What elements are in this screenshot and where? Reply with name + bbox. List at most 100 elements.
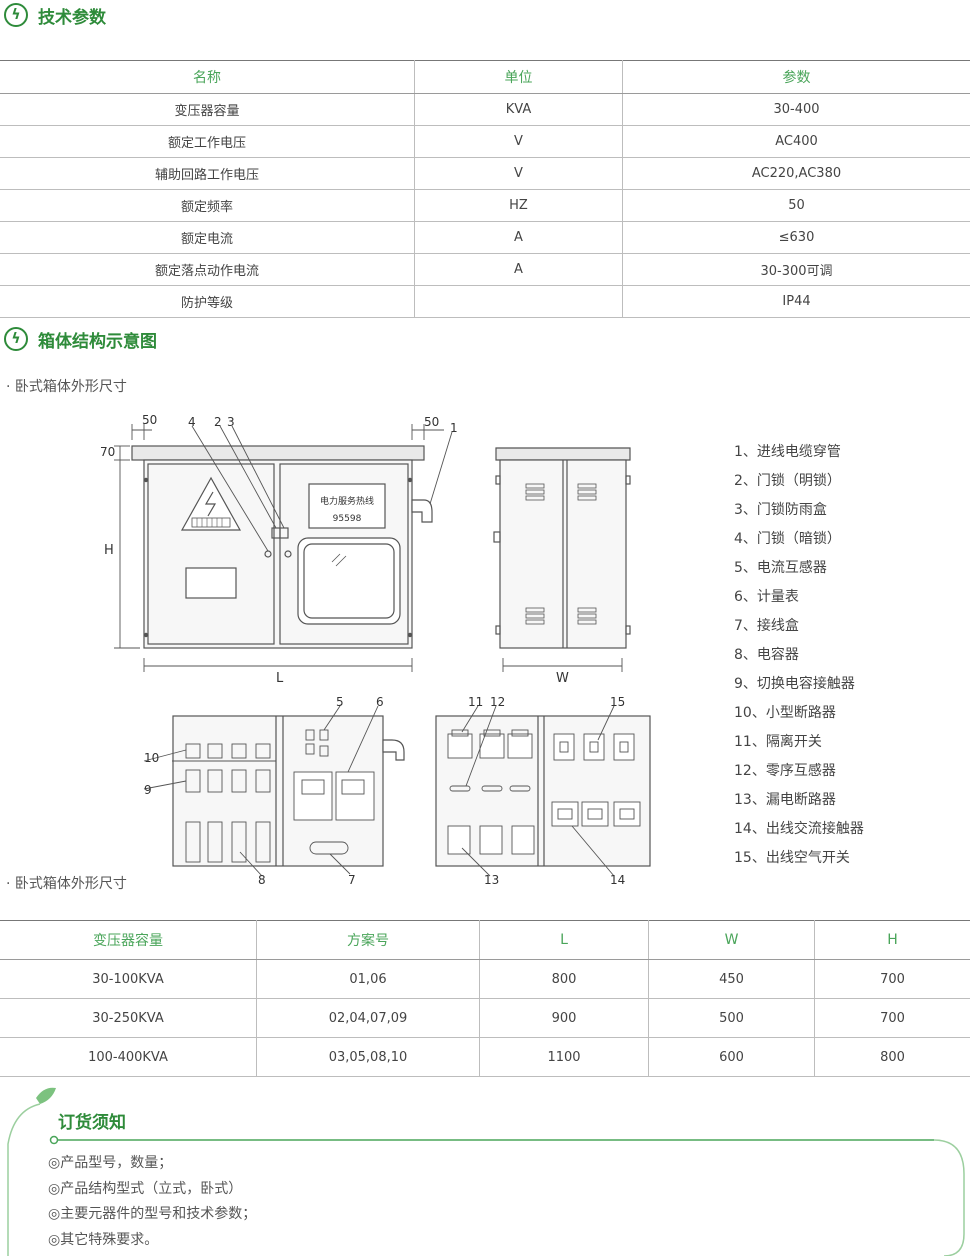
dim-h: H [104,543,114,558]
callout-1: 1 [450,421,458,435]
callout-13: 13 [484,873,499,887]
order-note-item: ◎产品结构型式（立式，卧式） [48,1180,243,1197]
legend-item: 4、门锁（暗锁） [734,531,841,547]
callout-11: 11 [468,695,483,709]
lightning-bolt-icon: ϟ [4,3,28,27]
dim-header-scheme: 方案号 [256,920,480,960]
dim-cell-w: 500 [648,998,815,1038]
lightning-bolt-icon: ϟ [4,327,28,351]
dim-cell-scheme: 02,04,07,09 [256,998,480,1038]
dim-cell-h: 800 [814,1037,970,1077]
legend-item: 11、隔离开关 [734,734,822,750]
dim-50-left: 50 [142,413,157,427]
spec-cell-value: AC400 [622,125,970,158]
legend-item: 14、出线交流接触器 [734,821,864,837]
legend-item: 13、漏电断路器 [734,792,836,808]
callout-15: 15 [610,695,625,709]
dim-70: 70 [100,445,115,459]
spec-cell-unit: V [414,125,623,158]
spec-header-value: 参数 [622,60,970,94]
spec-header-name: 名称 [0,60,415,94]
dim-50-right: 50 [424,415,439,429]
dim-cell-h: 700 [814,998,970,1038]
spec-cell-value: IP44 [622,285,970,318]
spec-header-row: 名称 单位 参数 [0,60,970,94]
spec-cell-unit: A [414,253,623,286]
callout-5: 5 [336,695,344,709]
spec-cell-name: 额定电流 [0,221,415,254]
spec-cell-name: 额定落点动作电流 [0,253,415,286]
side-view-drawing [493,447,631,649]
side-dimension-lines [502,658,623,672]
note-horizontal-box-size-2: · 卧式箱体外形尺寸 [6,876,127,892]
dim-cell-h: 700 [814,959,970,999]
section-title-structure: ϟ 箱体结构示意图 [4,324,157,354]
dim-l: L [276,671,284,686]
callout-9: 9 [144,783,152,797]
dim-header-w: W [648,920,815,960]
spec-cell-unit: A [414,221,623,254]
note-horizontal-box-size: · 卧式箱体外形尺寸 [6,379,127,395]
spec-cell-name: 辅助回路工作电压 [0,157,415,190]
spec-cell-value: 30-300可调 [622,253,970,286]
legend-item: 9、切换电容接触器 [734,676,855,692]
dim-cell-capacity: 30-250KVA [0,998,257,1038]
callout-7: 7 [348,873,356,887]
spec-cell-name: 额定频率 [0,189,415,222]
structure-diagram: 电力服务热线 95598 50 50 70 H L 4 2 3 1 [100,413,651,887]
spec-cell-value: ≤630 [622,221,970,254]
hotline-sign-number: 95598 [333,514,362,524]
dim-cell-l: 800 [479,959,649,999]
order-note-item: ◎产品型号，数量； [48,1155,173,1171]
interior-right-leaders [461,705,615,877]
legend-item: 3、门锁防雨盒 [734,502,827,518]
spec-cell-unit [414,285,623,318]
interior-left-drawing [172,715,405,867]
spec-cell-name: 防护等级 [0,285,415,318]
legend-item: 15、出线空气开关 [734,850,850,866]
interior-right-drawing [435,715,651,867]
legend-item: 10、小型断路器 [734,705,836,721]
callout-14: 14 [610,873,625,887]
dim-cell-w: 450 [648,959,815,999]
callout-10: 10 [144,751,159,765]
spec-cell-value: 50 [622,189,970,222]
order-note-item: ◎主要元器件的型号和技术参数； [48,1206,257,1222]
leaf-icon [36,1087,56,1104]
spec-cell-name: 变压器容量 [0,93,415,126]
spec-cell-name: 额定工作电压 [0,125,415,158]
order-frame [7,1087,965,1256]
section-title-tech-params: ϟ 技术参数 [4,0,106,30]
dim-cell-l: 900 [479,998,649,1038]
spec-cell-value: AC220,AC380 [622,157,970,190]
callout-12: 12 [490,695,505,709]
legend-item: 6、计量表 [734,589,799,605]
order-notes-list: ◎产品型号，数量；◎产品结构型式（立式，卧式）◎主要元器件的型号和技术参数；◎其… [48,1151,256,1253]
dim-cell-l: 1100 [479,1037,649,1077]
callout-2: 2 [214,415,222,429]
spec-cell-unit: KVA [414,93,623,126]
callout-3: 3 [227,415,235,429]
dim-header-h: H [814,920,970,960]
dim-cell-capacity: 30-100KVA [0,959,257,999]
dim-header-l: L [479,920,649,960]
legend-item: 8、电容器 [734,647,799,663]
hotline-sign-title: 电力服务热线 [320,495,374,507]
interior-left-leaders [143,705,379,877]
legend-item: 5、电流互感器 [734,560,827,576]
dim-header-capacity: 变压器容量 [0,920,257,960]
front-view-drawing [131,445,433,649]
front-dimension-lines [114,424,453,672]
spec-row: 防护等级 IP44 [0,285,970,318]
spec-cell-unit: HZ [414,189,623,222]
